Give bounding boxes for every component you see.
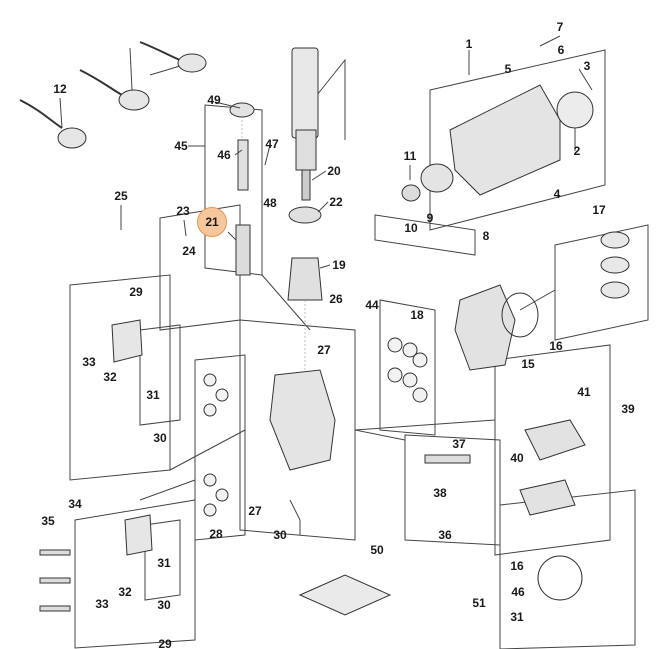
callout-35[interactable]: 35 bbox=[41, 514, 55, 528]
callout-47[interactable]: 47 bbox=[265, 137, 279, 151]
callout-24[interactable]: 24 bbox=[182, 244, 196, 258]
frame-29a bbox=[69, 274, 171, 481]
callout-38[interactable]: 38 bbox=[433, 486, 447, 500]
callout-15[interactable]: 15 bbox=[521, 357, 535, 371]
callout-27-lower[interactable]: 27 bbox=[248, 504, 262, 518]
callout-5[interactable]: 5 bbox=[504, 62, 512, 76]
callout-36[interactable]: 36 bbox=[438, 528, 452, 542]
callout-6[interactable]: 6 bbox=[557, 43, 565, 57]
callout-40[interactable]: 40 bbox=[510, 451, 524, 465]
callout-30-middle[interactable]: 30 bbox=[273, 528, 287, 542]
callout-3[interactable]: 3 bbox=[583, 59, 591, 73]
callout-44[interactable]: 44 bbox=[365, 298, 379, 312]
callout-33-upper[interactable]: 33 bbox=[82, 355, 96, 369]
callout-26[interactable]: 26 bbox=[329, 292, 343, 306]
callout-21-highlighted[interactable]: 21 bbox=[197, 207, 227, 237]
callout-17[interactable]: 17 bbox=[592, 203, 606, 217]
callout-18[interactable]: 18 bbox=[410, 308, 424, 322]
callout-12[interactable]: 12 bbox=[53, 82, 67, 96]
callout-39[interactable]: 39 bbox=[621, 402, 635, 416]
callout-7[interactable]: 7 bbox=[556, 20, 564, 34]
callout-34[interactable]: 34 bbox=[68, 497, 82, 511]
callout-49[interactable]: 49 bbox=[207, 93, 221, 107]
callout-31-right[interactable]: 31 bbox=[510, 610, 524, 624]
frame-36 bbox=[404, 434, 501, 546]
callout-19[interactable]: 19 bbox=[332, 258, 346, 272]
callout-22[interactable]: 22 bbox=[329, 195, 343, 209]
callout-50[interactable]: 50 bbox=[370, 543, 384, 557]
callout-48[interactable]: 48 bbox=[263, 196, 277, 210]
callout-45[interactable]: 45 bbox=[174, 139, 188, 153]
frame-30b bbox=[144, 519, 181, 601]
frame-51 bbox=[499, 489, 636, 649]
frame-30a bbox=[139, 324, 181, 426]
callout-37[interactable]: 37 bbox=[452, 437, 466, 451]
callout-28[interactable]: 28 bbox=[209, 527, 223, 541]
callout-29-lower[interactable]: 29 bbox=[158, 637, 172, 649]
callout-31-upper[interactable]: 31 bbox=[146, 388, 160, 402]
callout-31-lower[interactable]: 31 bbox=[157, 556, 171, 570]
callout-4[interactable]: 4 bbox=[553, 187, 561, 201]
frame-29b bbox=[74, 499, 196, 649]
callout-30-upper[interactable]: 30 bbox=[153, 431, 167, 445]
callout-8[interactable]: 8 bbox=[482, 229, 490, 243]
callout-46[interactable]: 46 bbox=[217, 148, 231, 162]
callout-9[interactable]: 9 bbox=[426, 211, 434, 225]
callout-16-right[interactable]: 16 bbox=[510, 559, 524, 573]
callout-1[interactable]: 1 bbox=[465, 37, 473, 51]
callout-46-right[interactable]: 46 bbox=[511, 585, 525, 599]
callout-32-upper[interactable]: 32 bbox=[103, 370, 117, 384]
callout-11[interactable]: 11 bbox=[403, 149, 417, 163]
frame-26 bbox=[239, 319, 356, 541]
callout-23[interactable]: 23 bbox=[176, 204, 190, 218]
callout-30-lower[interactable]: 30 bbox=[157, 598, 171, 612]
callout-29-upper[interactable]: 29 bbox=[129, 285, 143, 299]
callout-2[interactable]: 2 bbox=[573, 144, 581, 158]
callout-27-upper[interactable]: 27 bbox=[317, 343, 331, 357]
frame-28 bbox=[194, 354, 246, 541]
callout-20[interactable]: 20 bbox=[327, 164, 341, 178]
callout-33-lower[interactable]: 33 bbox=[95, 597, 109, 611]
callout-41[interactable]: 41 bbox=[577, 385, 591, 399]
frame-39 bbox=[494, 344, 611, 556]
frame-8 bbox=[374, 214, 476, 256]
callout-25[interactable]: 25 bbox=[114, 189, 128, 203]
callout-10[interactable]: 10 bbox=[404, 221, 418, 235]
frame-45 bbox=[204, 104, 263, 276]
callout-16-pump[interactable]: 16 bbox=[549, 339, 563, 353]
callout-32-lower[interactable]: 32 bbox=[118, 585, 132, 599]
frame-18 bbox=[379, 299, 436, 436]
callout-51[interactable]: 51 bbox=[472, 596, 486, 610]
